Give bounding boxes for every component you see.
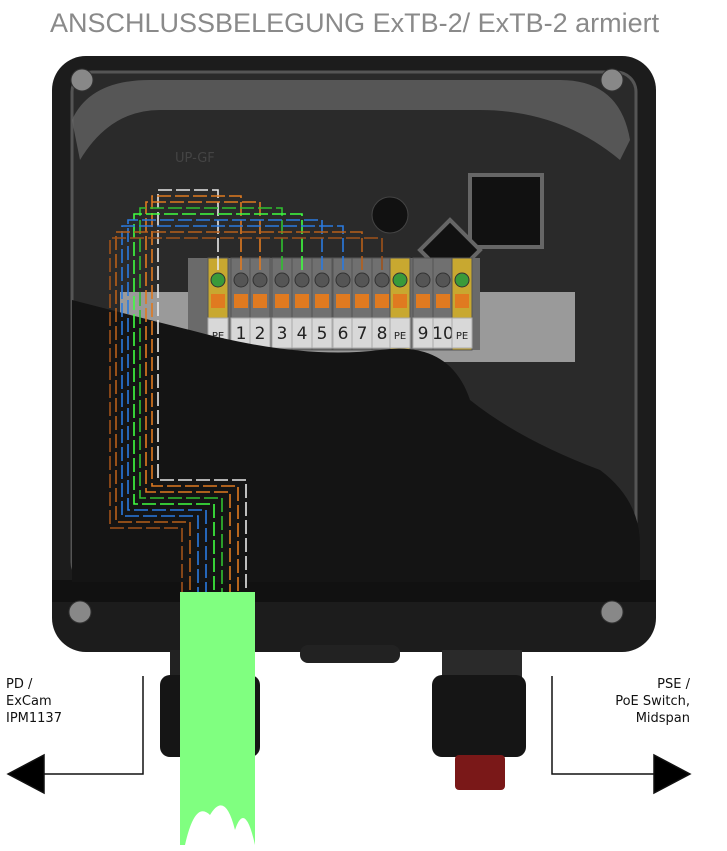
terminal-9: 9 [412,257,434,351]
wire [127,219,323,592]
screw-icon [68,68,624,624]
terminal-label: 10 [432,324,454,344]
right-label-line: PSE / [657,677,690,692]
enclosure-mark: UP-GF [175,151,215,166]
wire [121,225,344,592]
left-device-label: PD / ExCam IPM1137 [6,676,62,727]
terminal-label: 2 [255,324,266,344]
terminal-3: 3 [271,257,293,351]
right-device-label: PSE / PoE Switch, Midspan [615,676,690,727]
terminal-label: 4 [297,324,308,344]
terminal-pe: PE [207,257,229,351]
enclosure-bottom-band [52,580,656,602]
terminal-pe: PE [389,257,411,351]
right-cable-gland [432,650,526,790]
screw-hole [371,196,409,234]
terminal-label: PE [212,331,224,342]
wire [133,213,303,592]
terminal-label: 8 [377,324,388,344]
terminal-label: 1 [236,324,247,344]
terminal-6: 6 [332,257,354,351]
terminal-label: 7 [357,324,368,344]
network-cable [180,592,255,845]
terminal-label: 9 [418,324,429,344]
left-label-line: PD / [6,677,33,692]
diagram-title: ANSCHLUSSBELEGUNG ExTB-2/ ExTB-2 armiert [50,8,660,38]
terminal-5: 5 [311,257,333,351]
wire [115,231,363,592]
square-cutout [468,173,544,249]
left-arrow [6,676,144,795]
terminal-label: PE [456,331,468,342]
right-label-line: PoE Switch, [615,694,690,709]
left-label-line: IPM1137 [6,711,62,726]
wire [109,237,383,592]
terminal-2: 2 [249,257,271,351]
terminal-label: 5 [317,324,328,344]
terminal-4: 4 [291,257,313,351]
terminal-8: 8 [371,257,393,351]
wire [139,207,283,592]
right-label-line: Midspan [635,711,690,726]
enclosure-rim [72,80,630,160]
terminal-1: 1 [230,257,252,351]
terminal-label: 3 [277,324,288,344]
left-label-line: ExCam [6,694,52,709]
right-arrow [551,676,692,795]
terminal-7: 7 [351,257,373,351]
terminal-label: 6 [338,324,349,344]
terminal-10: 10 [432,257,454,351]
wire [157,189,247,592]
terminal-label: PE [394,331,406,342]
center-plug [300,645,400,663]
terminal-pe: PE [451,257,473,351]
